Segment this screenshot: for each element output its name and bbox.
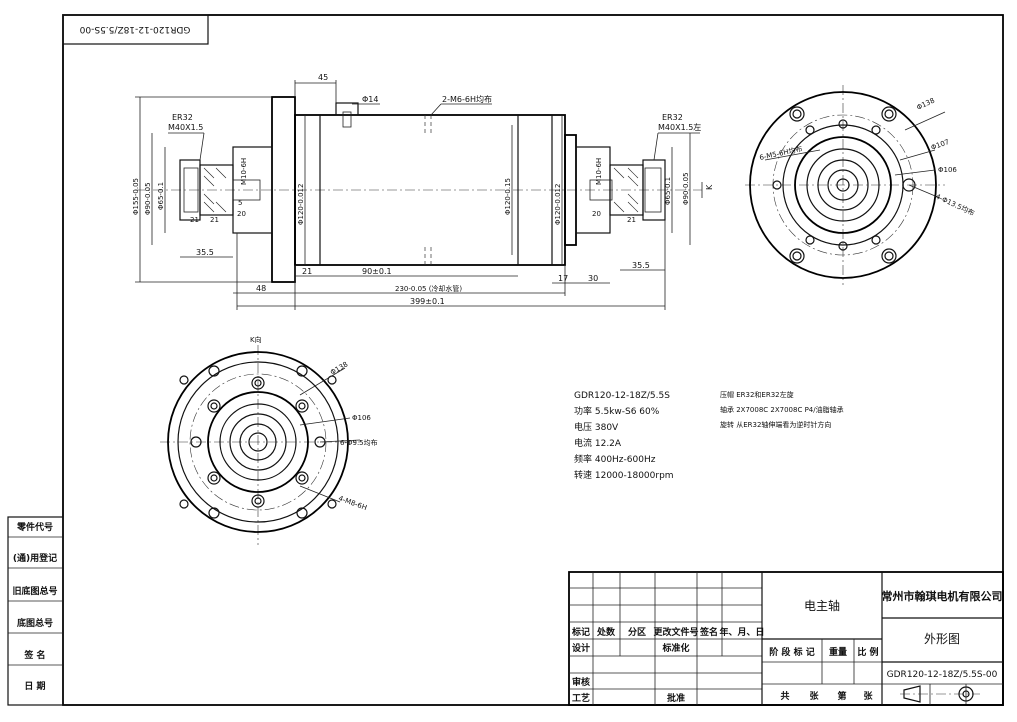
left-d106: Φ106 [352,414,371,422]
left-d138: Φ138 [329,360,349,376]
dim-d14: Φ14 [362,95,378,104]
spec-frequency: 频率 400Hz-600Hz [574,453,656,465]
tb-sheet-no: 第 [837,690,846,702]
left-col-date: 日 期 [24,680,45,692]
tb-drawing-no: GDR120-12-18Z/5.5S-00 [887,670,998,680]
dim-m10-left: M10-6H [240,158,248,185]
right-d107: Φ107 [930,138,950,152]
dim-45: 45 [318,73,328,82]
left-col-old-base: 旧底图总号 [12,585,57,597]
dim-35-right: 35.5 [632,261,650,270]
spec-power: 功率 5.5kw-S6 60% [574,405,660,417]
left-end-view: K向 Φ138 Φ106 6-Φ9.5均布 4-M8-6H [160,335,378,545]
front-view: 45 Φ14 2-M6-6H均布 ER32 M40X1.5 ER32 M40X1… [132,73,714,310]
tb-scale: 比 例 [857,646,878,658]
rotated-drawing-no-box [62,14,209,45]
rotated-drawing-no: GDR120-12-18Z/5.5S-00 [79,24,190,34]
tb-rev-zone: 分区 [628,626,646,638]
right-er32: ER32 [662,113,683,122]
dim-399: 399±0.1 [410,297,445,306]
left-record-column: 零件代号 (通)用登记 旧底图总号 底图总号 签 名 日 期 [7,516,64,706]
spec-voltage: 电压 380V [574,421,619,433]
dim-35-left: 35.5 [196,248,214,257]
tb-company: 常州市翰琪电机有限公司 [882,589,1003,603]
tb-process: 工艺 [572,692,590,704]
dim-m10-right: M10-6H [595,158,603,185]
left-m8: 4-M8-6H [337,494,368,512]
tb-review: 审核 [572,676,590,688]
left-col-part-code: 零件代号 [16,521,53,533]
dim-21c: 21 [627,216,636,224]
dim-d90-left: Φ90-0.05 [144,182,152,215]
k-arrow-label: K [705,184,714,190]
spec-block: GDR120-12-18Z/5.5S 功率 5.5kw-S6 60% 电压 38… [574,390,844,481]
left-m40: M40X1.5 [168,123,203,132]
left-d95: 6-Φ9.5均布 [340,438,378,447]
tb-design: 设计 [572,642,590,654]
right-m40: M40X1.5左 [658,122,701,132]
spec-collet: 压帽 ER32和ER32左旋 [720,390,794,399]
tb-rev-sign: 签名 [699,626,718,638]
right-m5: 6-M5-6H均布 [759,144,804,162]
tb-total: 共 [780,690,789,702]
title-block: 标记 处数 分区 更改文件号 签名 年、月、日 设计 标准化 审核 工艺 批准 … [568,571,1004,706]
dim-21b: 21 [210,216,219,224]
dim-20b: 20 [592,210,601,218]
left-col-sign: 签 名 [23,649,45,661]
dim-d65-right: Φ65-0.1 [664,177,672,205]
dim-m6: 2-M6-6H均布 [442,94,492,104]
tb-stage: 阶 段 标 记 [769,646,814,658]
spec-speed: 转速 12000-18000rpm [574,469,674,481]
dim-5: 5 [238,199,242,207]
tb-standard: 标准化 [661,642,689,654]
left-col-register: (通)用登记 [13,552,57,564]
tb-sheets2: 张 [863,690,873,702]
right-end-view: 6-M5-6H均布 Φ138 Φ107 Φ106 4-Φ13.5均布 [745,85,976,285]
spec-bearing: 轴承 2X7008C 2X7008C P4/油脂轴承 [720,405,844,414]
dim-20a: 20 [237,210,246,218]
dim-90: 90±0.1 [362,267,392,276]
tb-rev-mark: 标记 [571,626,590,638]
right-d135: 4-Φ13.5均布 [934,192,976,218]
spec-model: GDR120-12-18Z/5.5S [574,391,670,401]
dim-d65-left: Φ65-0.1 [157,182,165,210]
right-d138: Φ138 [915,97,935,112]
sheet-border [62,14,1004,706]
dim-d155: Φ155-0.05 [132,178,140,215]
dim-30: 30 [588,274,598,283]
tb-weight: 重量 [829,646,847,658]
spec-rotation: 旋转 从ER32轴伸端看为逆时针方向 [720,420,831,429]
dim-d120-left: Φ120-0.012 [297,184,305,225]
dim-d120-right: Φ120-0.012 [554,184,562,225]
dim-17: 17 [558,274,568,283]
left-col-base: 底图总号 [17,617,53,629]
dim-21a: 21 [190,216,199,224]
tb-product: 电主轴 [804,598,840,613]
dim-48: 48 [256,284,266,293]
tb-drawing-title: 外形图 [924,632,960,646]
tb-rev-date: 年、月、日 [719,626,764,638]
tb-rev-count: 处数 [596,626,616,638]
tb-approve: 批准 [667,692,685,704]
tb-rev-doc: 更改文件号 [653,626,698,638]
right-d106: Φ106 [938,166,957,174]
dim-230: 230-0.05 (冷却水管) [395,284,462,293]
projection-symbol [900,684,980,704]
k-view-label: K向 [250,335,262,344]
left-er32: ER32 [172,113,193,122]
dim-d90-right: Φ90-0.05 [682,172,690,205]
tb-sheets: 张 [809,690,819,702]
dim-d120-core: Φ120-0.15 [504,178,512,215]
spec-current: 电流 12.2A [574,437,622,449]
dim-21: 21 [302,267,312,276]
